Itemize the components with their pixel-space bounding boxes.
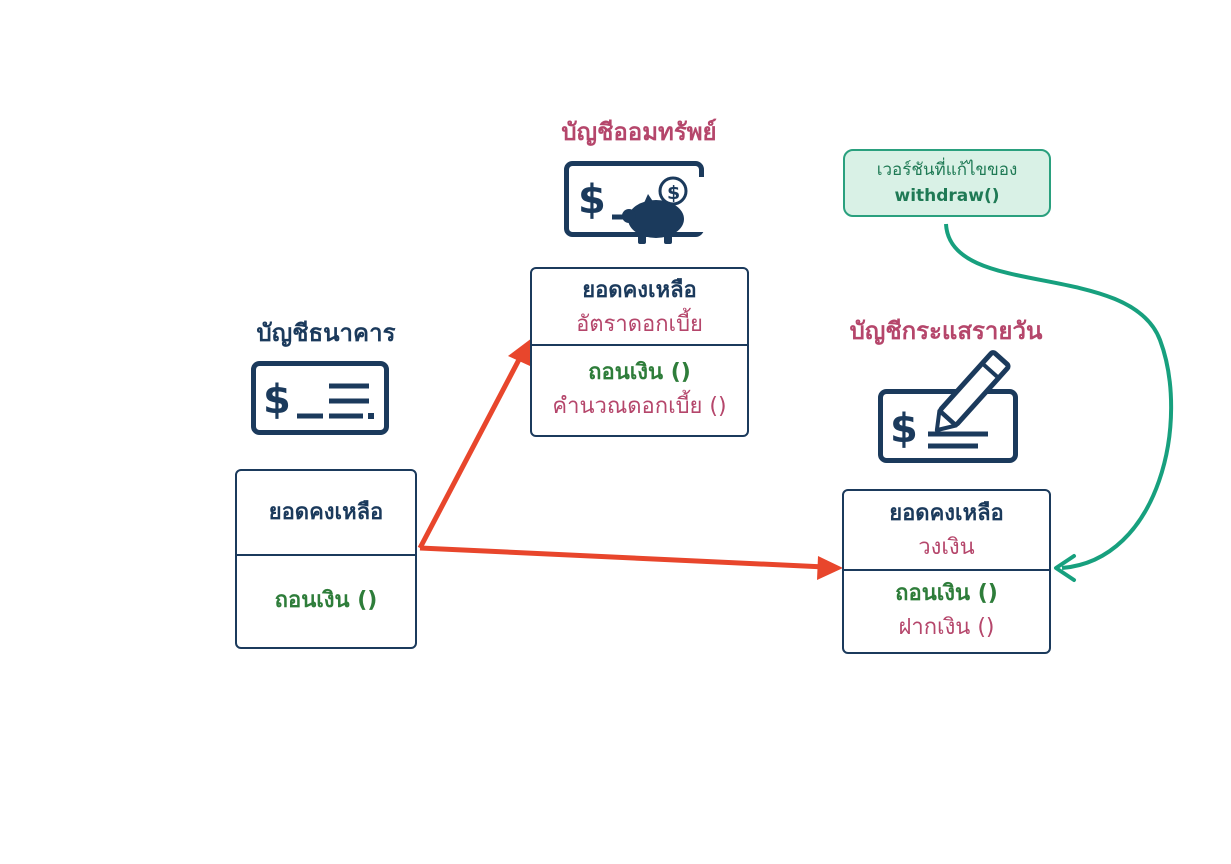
checking-withdraw-method: ถอนเงิน () [895,581,998,606]
inherit-arrow-savings [417,348,526,550]
bank-account-title: บัญชีธนาคาร [256,319,396,347]
check-pen-icon: $ [878,350,1018,463]
savings-calc-interest-method: คำนวณดอกเบี้ย () [552,394,727,419]
override-note-line2: withdraw() [894,186,1000,206]
svg-text:$: $ [578,177,606,223]
bank-account-methods: ถอนเงิน () [237,554,415,646]
svg-text:$: $ [890,406,918,452]
override-arrow [944,223,1174,570]
inherit-arrow-checking-head [817,556,843,580]
savings-account-class-box: ยอดคงเหลือ อัตราดอกเบี้ย ถอนเงิน () คำนว… [530,267,749,437]
checking-deposit-method: ฝากเงิน () [898,615,995,640]
checking-account-attributes: ยอดคงเหลือ วงเงิน [844,491,1049,569]
checking-balance-attr: ยอดคงเหลือ [889,501,1004,526]
bank-check-icon: $ [251,361,389,435]
bank-balance-attr: ยอดคงเหลือ [268,499,384,525]
bank-withdraw-method: ถอนเงิน () [274,588,378,613]
checking-limit-attr: วงเงิน [918,535,975,560]
override-note: เวอร์ชันที่แก้ไขของ withdraw() [843,149,1051,217]
checking-account-title: บัญชีกระแสรายวัน [849,317,1043,345]
inherit-arrow-checking [419,545,826,570]
savings-interest-rate-attr: อัตราดอกเบี้ย [576,311,703,337]
savings-balance-attr: ยอดคงเหลือ [582,277,697,303]
bank-account-attributes: ยอดคงเหลือ [237,471,415,554]
savings-account-title: บัญชีออมทรัพย์ [561,118,717,146]
svg-text:$: $ [263,377,291,423]
bank-account-class-box: ยอดคงเหลือ ถอนเงิน () [235,469,417,649]
checking-account-methods: ถอนเงิน () ฝากเงิน () [844,569,1049,651]
savings-withdraw-method: ถอนเงิน () [588,360,691,385]
inherit-arrow-savings-head [508,338,532,366]
override-note-line1: เวอร์ชันที่แก้ไขของ [876,160,1018,180]
svg-text:$: $ [667,182,680,204]
checking-account-class-box: ยอดคงเหลือ วงเงิน ถอนเงิน () ฝากเงิน () [842,489,1051,654]
savings-account-methods: ถอนเงิน () คำนวณดอกเบี้ย () [532,344,747,434]
piggy-bank-check-icon: $ $ [564,161,704,244]
savings-account-attributes: ยอดคงเหลือ อัตราดอกเบี้ย [532,269,747,344]
override-arrow-head [1054,554,1076,582]
